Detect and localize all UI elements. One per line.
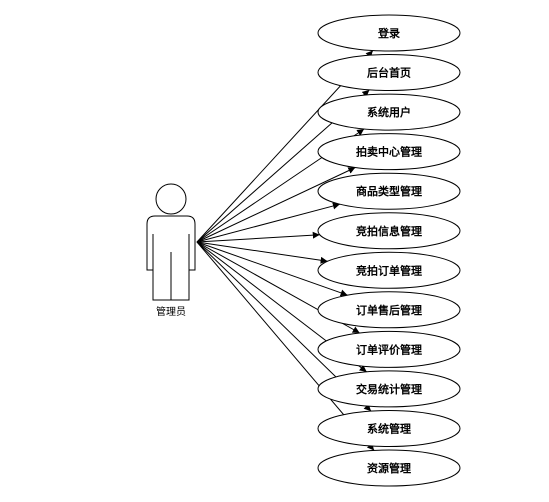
use-case-ellipse: [317, 54, 461, 91]
use-case-label: 资源管理: [367, 461, 411, 475]
use-case-label: 商品类型管理: [356, 184, 422, 198]
use-case-label: 竞拍信息管理: [356, 224, 422, 238]
use-case-ellipse: [317, 330, 461, 368]
association-arrow: [196, 202, 341, 243]
use-case-ellipse: [317, 291, 461, 329]
use-case[interactable]: 竞拍订单管理: [317, 251, 461, 289]
use-case[interactable]: 商品类型管理: [317, 172, 461, 210]
use-case-label: 拍卖中心管理: [356, 145, 422, 159]
use-case-ellipse: [317, 212, 461, 250]
actor-label: 管理员: [156, 305, 186, 318]
use-case-ellipse: [317, 93, 461, 131]
use-case[interactable]: 后台首页: [317, 54, 461, 91]
association-arrow: [196, 167, 356, 243]
use-case[interactable]: 交易统计管理: [317, 370, 461, 408]
use-case-ellipse: [317, 449, 461, 487]
use-case-label: 订单评价管理: [356, 342, 422, 356]
use-case[interactable]: 系统管理: [317, 410, 461, 447]
use-case[interactable]: 订单评价管理: [317, 330, 461, 368]
use-case-label: 系统管理: [367, 422, 411, 436]
use-case-ellipse: [317, 370, 461, 408]
use-case-ellipse: [317, 172, 461, 210]
use-case-label: 系统用户: [367, 105, 411, 119]
use-case-ellipse: [317, 251, 461, 289]
actor-head: [155, 183, 187, 215]
use-case-ellipse: [317, 14, 461, 52]
use-case[interactable]: 系统用户: [317, 93, 461, 131]
use-case-label: 交易统计管理: [356, 382, 422, 396]
use-cases: 登录后台首页系统用户拍卖中心管理商品类型管理竞拍信息管理竞拍订单管理订单售后管理…: [317, 14, 461, 487]
use-case-label: 竞拍订单管理: [356, 263, 422, 277]
association-arrow: [196, 231, 320, 243]
use-case-label: 订单售后管理: [356, 303, 422, 317]
use-case-ellipse: [317, 133, 461, 171]
use-case[interactable]: 登录: [317, 14, 461, 52]
use-case[interactable]: 订单售后管理: [317, 291, 461, 329]
use-case-label: 后台首页: [367, 66, 411, 80]
association-arrow: [196, 241, 348, 297]
use-case-ellipse: [317, 410, 461, 447]
use-case-label: 登录: [377, 26, 400, 40]
use-case[interactable]: 竞拍信息管理: [317, 212, 461, 250]
actor-admin[interactable]: 管理员: [146, 183, 196, 318]
use-case[interactable]: 拍卖中心管理: [317, 133, 461, 171]
association-arrow: [196, 241, 328, 264]
use-case[interactable]: 资源管理: [317, 449, 461, 487]
